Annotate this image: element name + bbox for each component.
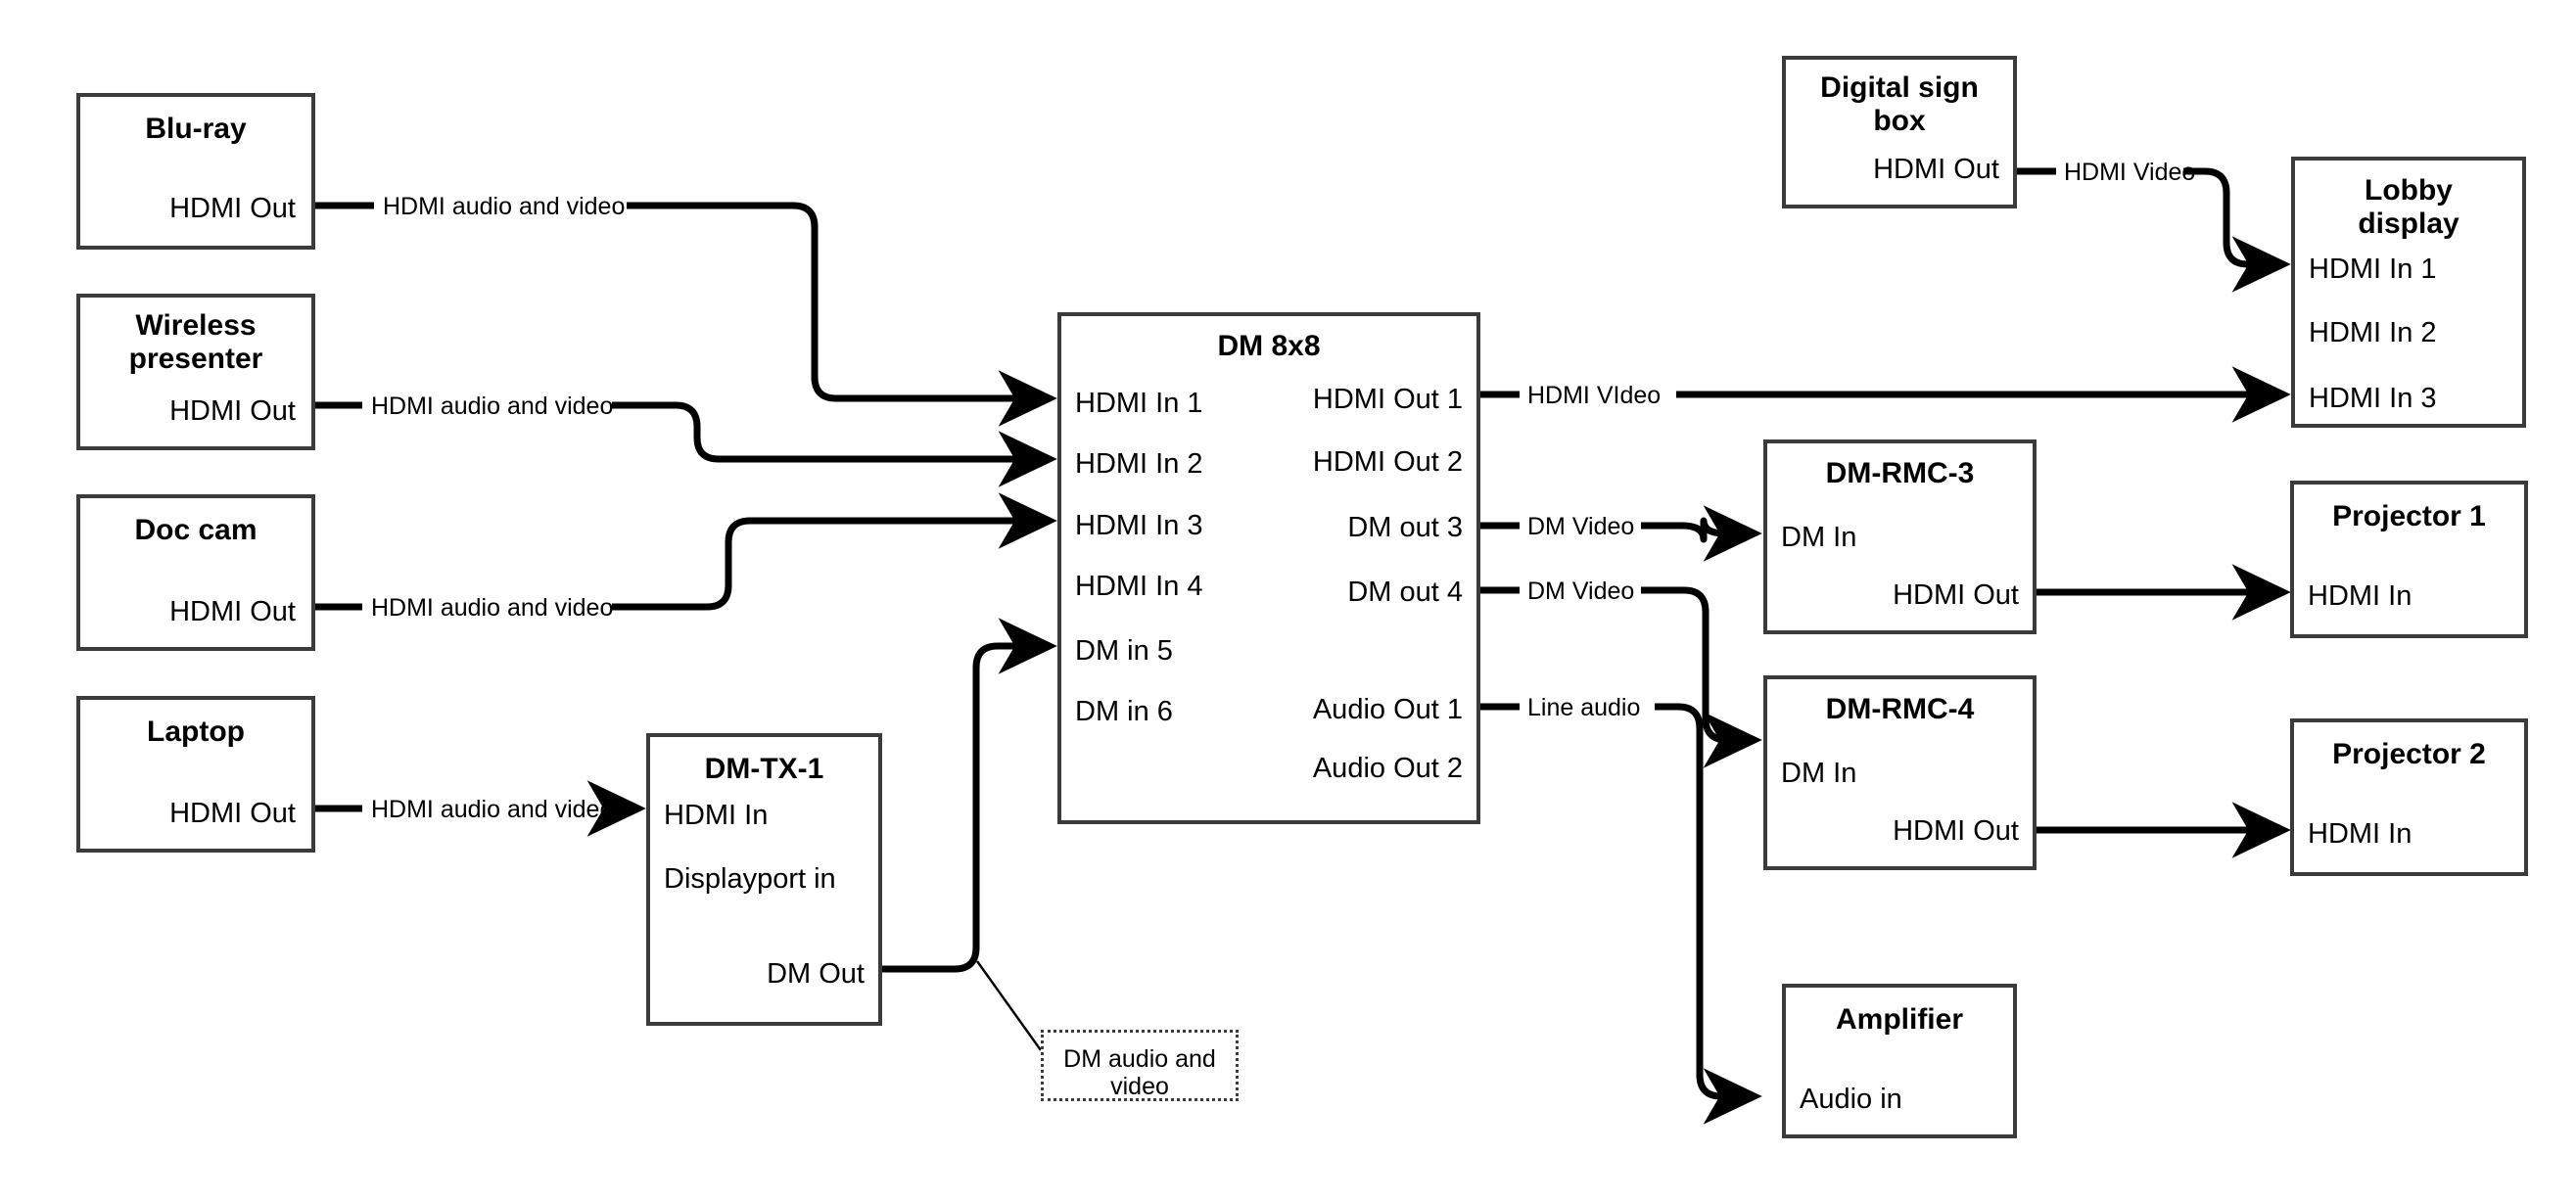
device-box-doc-cam[interactable]: Doc cam HDMI Out (76, 494, 315, 651)
device-box-projector-2[interactable]: Projector 2 HDMI In (2290, 718, 2528, 876)
device-box-laptop[interactable]: Laptop HDMI Out (76, 696, 315, 853)
dm8x8-input-hdmi-in-2: HDMI In 2 (1075, 448, 1203, 480)
doccam-title: Doc cam (134, 514, 258, 546)
device-box-dm-rmc-4[interactable]: DM-RMC-4 DM In HDMI Out (1763, 675, 2037, 870)
device-box-lobby-display[interactable]: Lobby display HDMI In 1 HDMI In 2 HDMI I… (2291, 157, 2526, 428)
digital-sign-title-line1: Digital sign (1820, 71, 1979, 104)
digital-sign-title-line2: box (1873, 105, 1926, 137)
rmc3-port-dm-in: DM In (1781, 522, 1857, 553)
dm8x8-output-audio-out-2: Audio Out 2 (1312, 753, 1463, 784)
link-wireless-to-hdmi-in-2 (315, 405, 1048, 459)
dm8x8-input-hdmi-in-1: HDMI In 1 (1075, 388, 1203, 419)
projector2-hdmi-in-port: HDMI In (2308, 818, 2412, 850)
dm8x8-title: DM 8x8 (1217, 330, 1321, 362)
callout-line1: DM audio and (1063, 1045, 1216, 1073)
callout-dm-audio-and-video: DM audio and video (1041, 1030, 1239, 1101)
device-box-bluray[interactable]: Blu-ray HDMI Out (76, 93, 315, 250)
link-bluray-to-hdmi-in-1 (315, 202, 1048, 398)
laptop-title: Laptop (147, 716, 245, 748)
edge-label-dm-out-4: DM Video (1527, 577, 1634, 605)
edge-label-sign-to-lobby: HDMI Video (2064, 159, 2195, 186)
projector2-title: Projector 2 (2332, 738, 2486, 770)
wireless-title-line2: presenter (128, 343, 263, 375)
amplifier-title: Amplifier (1835, 1003, 1964, 1036)
dmtx1-port-dm-out: DM Out (767, 958, 865, 990)
rmc4-port-dm-in: DM In (1781, 758, 1857, 789)
edge-label-dm-out-3: DM Video (1527, 513, 1634, 540)
dm8x8-output-dm-out-3: DM out 3 (1347, 512, 1463, 543)
lobby-input-hdmi-in-3: HDMI In 3 (2309, 383, 2437, 414)
dmtx1-title: DM-TX-1 (704, 753, 824, 785)
link-tx-dm-out-to-dm-in-5 (882, 618, 1057, 973)
edge-label-bluray: HDMI audio and video (383, 193, 625, 220)
edge-label-audio-out-1: Line audio (1527, 694, 1640, 721)
link-sign-to-lobby-hdmi-in-1 (2017, 167, 2281, 264)
callout-leader-line (976, 960, 1042, 1051)
dm8x8-output-hdmi-out-2: HDMI Out 2 (1312, 446, 1463, 478)
laptop-hdmi-out-port: HDMI Out (169, 798, 296, 829)
bluray-hdmi-out-port: HDMI Out (169, 193, 296, 224)
rmc4-port-hdmi-out: HDMI Out (1893, 815, 2019, 847)
dm8x8-input-hdmi-in-3: HDMI In 3 (1075, 510, 1203, 541)
lobby-input-hdmi-in-1: HDMI In 1 (2309, 254, 2437, 285)
projector1-hdmi-in-port: HDMI In (2308, 580, 2412, 612)
amplifier-audio-in-port: Audio in (1800, 1084, 1902, 1115)
dmtx1-port-hdmi-in: HDMI In (664, 800, 769, 831)
wireless-title-line1: Wireless (135, 309, 257, 342)
dmtx1-port-displayport-in: Displayport in (664, 863, 836, 895)
lobby-input-hdmi-in-2: HDMI In 2 (2309, 317, 2437, 348)
device-box-wireless-presenter[interactable]: Wireless presenter HDMI Out (76, 294, 315, 450)
digital-sign-hdmi-out-port: HDMI Out (1873, 154, 1999, 185)
dm8x8-input-dm-in-5: DM in 5 (1075, 635, 1173, 667)
edge-label-wireless: HDMI audio and video (371, 393, 613, 420)
dm8x8-input-hdmi-in-4: HDMI In 4 (1075, 571, 1203, 602)
rmc3-title: DM-RMC-3 (1825, 457, 1975, 489)
link-dm-out-4-to-rmc4 (1480, 586, 1753, 740)
bluray-title: Blu-ray (145, 113, 247, 145)
link-audio-out-1-to-amplifier (1480, 703, 1753, 1096)
dm8x8-output-hdmi-out-1: HDMI Out 1 (1312, 384, 1463, 415)
dm8x8-output-dm-out-4: DM out 4 (1347, 577, 1463, 608)
doccam-hdmi-out-port: HDMI Out (169, 596, 296, 627)
dm8x8-output-audio-out-1: Audio Out 1 (1312, 694, 1463, 725)
lobby-title-line1: Lobby (2365, 174, 2453, 207)
device-box-digital-sign[interactable]: Digital sign box HDMI Out (1782, 56, 2017, 208)
callout-line2: video (1110, 1073, 1169, 1100)
wireless-hdmi-out-port: HDMI Out (169, 395, 296, 427)
device-box-amplifier[interactable]: Amplifier Audio in (1782, 984, 2017, 1138)
edge-label-doccam: HDMI audio and video (371, 594, 613, 622)
projector1-title: Projector 1 (2332, 500, 2486, 532)
link-dm-out-3-to-rmc3 (1480, 521, 1753, 539)
device-box-projector-1[interactable]: Projector 1 HDMI In (2290, 481, 2528, 638)
device-box-dm-8x8[interactable]: DM 8x8 HDMI In 1 HDMI In 2 HDMI In 3 HDM… (1057, 312, 1480, 824)
dm8x8-input-dm-in-6: DM in 6 (1075, 696, 1173, 727)
device-box-dm-rmc-3[interactable]: DM-RMC-3 DM In HDMI Out (1763, 439, 2037, 634)
edge-label-hdmi-out-1: HDMI VIdeo (1527, 382, 1661, 409)
edge-label-laptop: HDMI audio and video (371, 796, 613, 823)
lobby-title-line2: display (2358, 208, 2459, 240)
link-doccam-to-hdmi-in-3 (315, 521, 1048, 611)
rmc4-title: DM-RMC-4 (1825, 693, 1975, 725)
rmc3-port-hdmi-out: HDMI Out (1893, 579, 2019, 611)
device-box-dm-tx-1[interactable]: DM-TX-1 HDMI In Displayport in DM Out (646, 733, 882, 1026)
